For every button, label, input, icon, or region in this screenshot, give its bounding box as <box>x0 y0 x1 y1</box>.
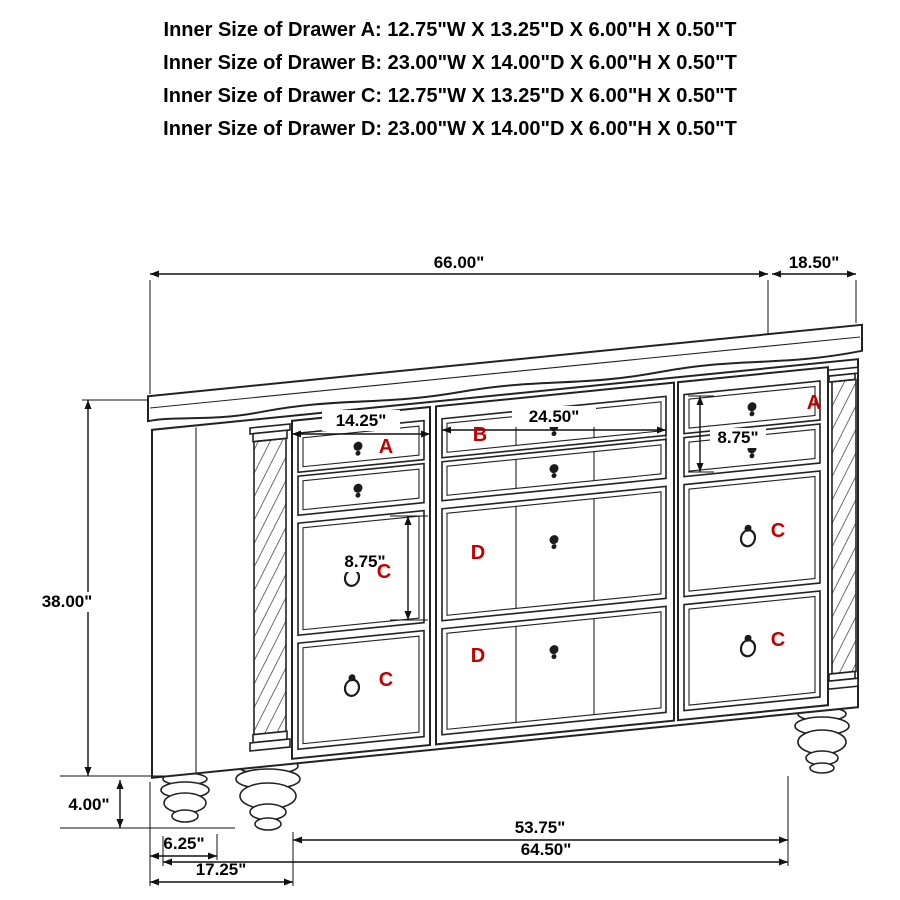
dim-base-overall-width-label: 64.50" <box>521 840 572 859</box>
dim-drawer-a-right-height-label: 8.75" <box>717 428 758 447</box>
dim-overall-height: 38.00" <box>36 399 165 777</box>
drawer-a-size-line: Inner Size of Drawer A: 12.75"W X 13.25"… <box>163 19 737 41</box>
drawer-label-b: B <box>473 424 487 446</box>
drawer-label-d-bottom: D <box>471 645 485 667</box>
drawer-b-size-line: Inner Size of Drawer B: 23.00"W X 14.00"… <box>163 52 737 74</box>
bun-foot-right <box>794 706 850 774</box>
drawer-label-c-right-bottom: C <box>771 629 785 651</box>
drawer-c-size-line: Inner Size of Drawer C: 12.75"W X 13.25"… <box>163 85 737 107</box>
drawer-label-d-top: D <box>471 542 485 564</box>
dim-drawer-a-right-height: 8.75" <box>688 395 766 473</box>
left-drawer-bank <box>291 405 431 760</box>
dim-overall-height-label: 38.00" <box>42 592 93 611</box>
dim-side-base-depth-label: 17.25" <box>196 860 247 879</box>
dim-top-width: 66.00" <box>149 253 769 394</box>
dresser-drawing <box>147 323 863 779</box>
drawer-label-c-right-middle: C <box>771 520 785 542</box>
dim-top-width-label: 66.00" <box>434 253 485 272</box>
drawer-letter-labels: A B A C D C C D C <box>377 392 821 691</box>
dresser-top <box>147 323 863 423</box>
right-drawer-bank <box>677 366 829 722</box>
drawer-d-size-line: Inner Size of Drawer D: 23.00"W X 14.00"… <box>163 118 737 140</box>
dim-side-base-depth: 17.25" <box>149 782 293 886</box>
dim-foot-front-offset-label: 6.25" <box>163 834 204 853</box>
left-spiral-column <box>249 423 291 752</box>
dim-drawer-a-left-width-label: 14.25" <box>336 411 387 430</box>
dim-foot-height-label: 4.00" <box>68 795 109 814</box>
drawer-label-c-left-middle: C <box>377 561 391 583</box>
drawer-label-a-left: A <box>379 436 393 458</box>
right-spiral-column <box>825 366 859 691</box>
dim-drawer-c-left-height-label: 8.75" <box>344 552 385 571</box>
dim-drawer-b-width: 24.50" <box>441 406 667 454</box>
dim-foot-front-offset: 6.25" <box>150 834 218 860</box>
dim-feet-span-width-label: 53.75" <box>515 818 566 837</box>
dim-top-depth-label: 18.50" <box>789 253 840 272</box>
dim-drawer-c-left-height: 8.75" <box>336 515 428 621</box>
drawer-knobs <box>353 402 757 660</box>
dim-feet-span-width: 53.75" <box>292 776 789 886</box>
drawer-label-a-right: A <box>807 392 821 414</box>
bun-foot-back-left <box>160 772 210 823</box>
dim-drawer-b-width-label: 24.50" <box>529 407 580 426</box>
dim-top-depth: 18.50" <box>772 253 857 323</box>
drawer-label-c-left-bottom: C <box>379 669 393 691</box>
dim-foot-height: 4.00" <box>60 780 235 829</box>
dim-drawer-a-left-width: 14.25" <box>291 410 431 452</box>
dim-base-overall-width: 64.50" <box>162 836 788 866</box>
drawer-size-header: Inner Size of Drawer A: 12.75"W X 13.25"… <box>0 14 900 146</box>
middle-drawer-bank <box>435 381 675 746</box>
